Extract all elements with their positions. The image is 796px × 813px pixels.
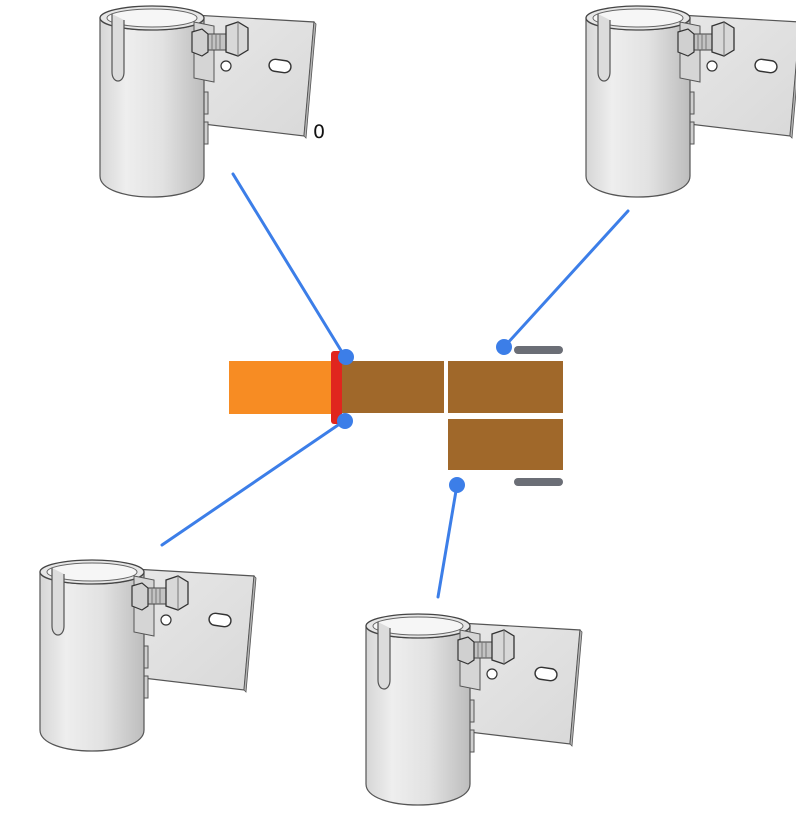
leader-line-bottom-center (436, 483, 459, 599)
bracket-bottom-left (39, 559, 257, 752)
marker-dot-bottom-center (449, 477, 465, 493)
marker-dot-top-right (496, 339, 512, 355)
brown-block-center (342, 361, 444, 413)
red-strip (331, 351, 342, 424)
gray-tab-top (514, 346, 563, 354)
bracket-top-left (99, 5, 317, 198)
leader-lines (160, 172, 630, 599)
central-assembly (229, 346, 563, 486)
brown-block-upper-right (448, 361, 563, 413)
brown-block-lower-right (448, 419, 563, 470)
leader-line-bottom-left (160, 419, 346, 547)
marker-dot-bottom-left (337, 413, 353, 429)
orange-block (229, 361, 333, 414)
callout-label: 0 (313, 121, 325, 143)
marker-dot-top-left (338, 349, 354, 365)
bracket-top-right (585, 5, 796, 198)
leader-line-top-left (231, 172, 347, 359)
gray-tab-bottom (514, 478, 563, 486)
bracket-bottom-center (365, 613, 583, 806)
markers (337, 339, 512, 493)
leader-line-top-right (503, 209, 630, 348)
